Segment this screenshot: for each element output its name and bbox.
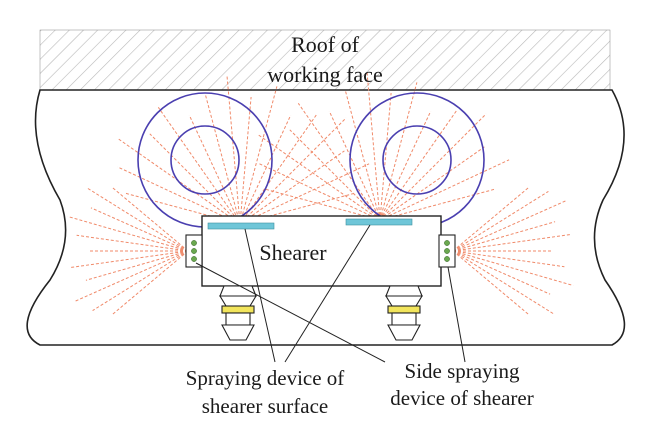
spray-line [379,82,418,221]
left-drum-outer-circle [137,92,273,228]
side-spray-device-right [438,234,456,268]
spray-line [239,150,345,225]
roof-label-line1: Roof of [291,32,360,57]
nozzle-icon [444,248,450,254]
spray-line [67,216,189,252]
nozzle-icon [444,256,450,262]
spray-line [452,250,554,315]
spray-line [111,250,189,316]
spray-line [188,114,241,225]
spray-line [379,146,485,221]
right-drum-outer-circle [349,92,485,228]
spray-line [297,103,381,221]
spray-line [76,234,189,252]
right-drum-inner-circle [382,125,452,195]
spray-line [344,89,381,221]
spray-line [289,129,381,221]
spray-line [379,159,510,221]
spray-line [379,92,392,221]
spray-line [70,250,189,268]
side-spray-device-left [185,234,203,268]
spray-line [366,70,381,221]
spray-line [263,188,381,221]
spray-line [157,107,241,225]
surface-spray-device-left [207,222,275,230]
spray-line [452,250,565,268]
spray-line [379,113,487,221]
nozzle-icon [191,256,197,262]
spray-line [239,114,292,225]
spray-line [328,110,381,221]
spray-line [452,250,530,316]
spray-line [239,113,318,225]
spray-line [379,109,458,221]
left-support-leg [219,285,257,341]
spray-line [239,96,252,225]
right-support-leg [385,285,423,341]
spray-line [90,207,189,252]
side-spray-label-line1: Side spraying [405,359,520,383]
nozzle-icon [444,240,450,246]
spray-line [85,250,189,281]
spray-line [204,93,241,225]
surface-spray-label-line1: Spraying device of [186,366,345,390]
left-drum-inner-circle [170,125,240,195]
spray-line [452,221,556,252]
spray-line [239,163,370,225]
spray-line [257,162,381,221]
shearer-label: Shearer [259,240,327,265]
spray-line [149,133,241,225]
surface-spray-label-line2: shearer surface [202,394,329,418]
left-drum [137,92,273,228]
spray-line [256,133,381,221]
spray-line [117,166,241,225]
nozzle-icon [191,240,197,246]
spray-line [452,234,571,252]
right-drum [349,92,485,228]
spray-line [452,250,574,286]
spray-line [111,186,189,252]
leader-lines [195,224,466,363]
roof-hatched-area [39,29,611,91]
roof-label-line2: working face [267,62,382,87]
spray-line [92,250,189,312]
spray-line [379,188,497,221]
spray-line [73,250,189,303]
surface-spray-device-right [345,218,413,226]
spray-lines [67,70,574,316]
working-face-outline [26,89,626,346]
spray-line [239,86,278,225]
spray-line [452,190,549,252]
spray-line [452,199,568,252]
spray-line [452,186,530,252]
side-spray-label-line2: device of shearer [390,386,533,410]
nozzle-icon [191,248,197,254]
spray-line [452,250,551,295]
spray-line [379,110,432,221]
spray-line [239,117,347,225]
